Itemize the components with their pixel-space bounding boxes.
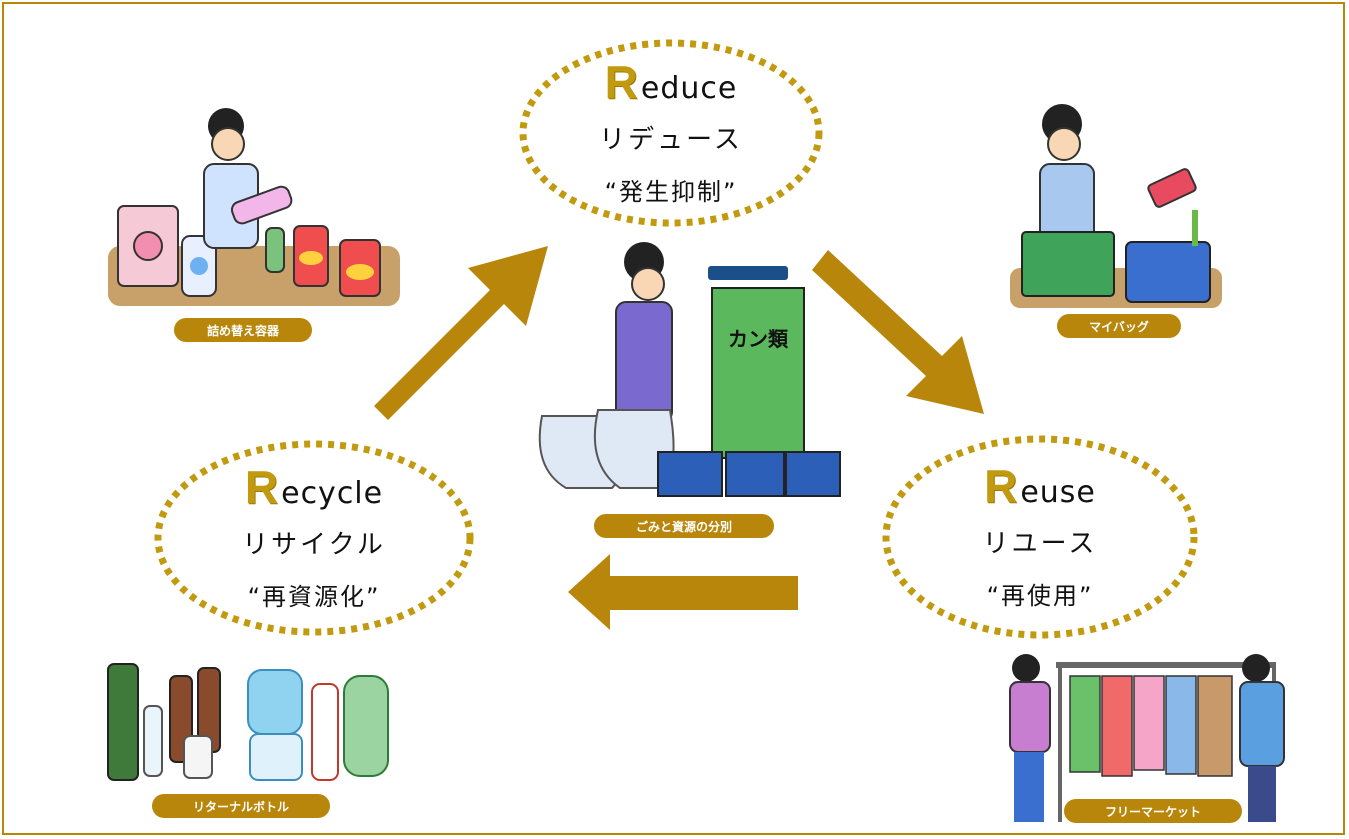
arrow-up-right — [374, 246, 548, 420]
reuse-capital: R — [984, 460, 1019, 512]
sorting-label: ごみと資源の分別 — [594, 514, 774, 538]
reuse-word: Reuse — [984, 463, 1096, 509]
returnable-label: リターナルボトル — [152, 794, 330, 818]
reuse-katakana: リユース — [982, 529, 1098, 559]
arrow-down-right — [812, 250, 984, 414]
reduce-word: Reduce — [605, 59, 738, 105]
reduce-ellipse: Reduce リデュース “発生抑制” — [518, 38, 824, 228]
refill-containers-illustration — [108, 108, 400, 306]
reduce-meaning: “発生抑制” — [604, 178, 738, 206]
reduce-dotted-border — [519, 39, 823, 227]
reuse-rest: euse — [1020, 475, 1096, 510]
sorting-illustration: カン類 — [538, 242, 841, 497]
fleamarket-illustration — [1009, 654, 1285, 822]
reuse-meaning: “再使用” — [986, 582, 1094, 610]
arrow-left — [568, 554, 798, 630]
refill-label: 詰め替え容器 — [174, 318, 312, 342]
reuse-ellipse: Reuse リユース “再使用” — [880, 432, 1200, 642]
recycle-meaning: “再資源化” — [247, 583, 381, 611]
recycle-ellipse: Recycle リサイクル “再資源化” — [152, 438, 476, 638]
reuse-dotted-border — [882, 435, 1198, 639]
fleamarket-label: フリーマーケット — [1064, 799, 1242, 823]
reduce-rest: educe — [640, 71, 738, 106]
mybag-label: マイバッグ — [1057, 314, 1181, 338]
recycle-capital: R — [244, 461, 280, 513]
recycle-rest: ecycle — [281, 476, 384, 511]
mybag-illustration — [1010, 104, 1222, 308]
can-box-label: カン類 — [728, 327, 789, 351]
recycle-katakana: リサイクル — [242, 530, 386, 560]
reduce-capital: R — [604, 56, 639, 108]
recycle-dotted-border — [154, 440, 474, 636]
returnable-bottles-illustration — [107, 663, 389, 781]
reduce-katakana: リデュース — [599, 125, 743, 155]
recycle-word: Recycle — [245, 464, 383, 510]
